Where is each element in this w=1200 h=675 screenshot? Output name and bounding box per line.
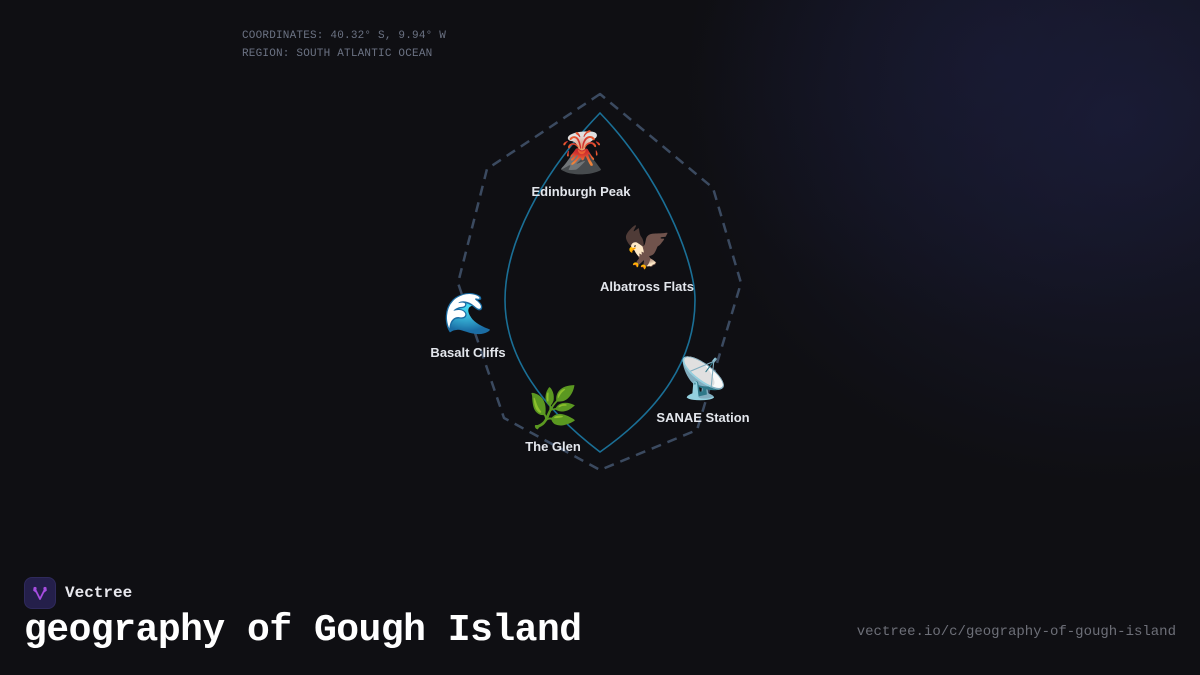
location-label: SANAE Station [656, 410, 750, 425]
volcano-icon: 🌋 [556, 131, 606, 175]
location-node-albatross-flats[interactable]: 🦅 Albatross Flats [600, 225, 694, 294]
vectree-logo-icon [24, 577, 56, 609]
map-metadata: COORDINATES: 40.32° S, 9.94° W REGION: S… [242, 27, 446, 63]
brand-name: Vectree [65, 584, 133, 602]
page-url[interactable]: vectree.io/c/geography-of-gough-island [856, 624, 1176, 640]
location-node-sanae-station[interactable]: 📡 SANAE Station [656, 356, 749, 425]
brand: Vectree [24, 577, 132, 609]
location-label: Albatross Flats [600, 279, 694, 294]
herb-icon: 🌿 [528, 386, 578, 430]
island-outline-dashed [456, 92, 743, 472]
location-node-edinburgh-peak[interactable]: 🌋 Edinburgh Peak [532, 130, 631, 199]
location-label: Basalt Cliffs [430, 345, 506, 360]
coordinates-text: COORDINATES: 40.32° S, 9.94° W [242, 30, 447, 42]
wave-icon: 🌊 [443, 292, 493, 336]
island-shape [504, 111, 696, 453]
eagle-icon: 🦅 [622, 226, 672, 270]
location-node-basalt-cliffs[interactable]: 🌊 Basalt Cliffs [430, 291, 505, 360]
location-label: Edinburgh Peak [531, 184, 631, 199]
page-title: geography of Gough Island [24, 609, 582, 652]
region-text: REGION: SOUTH ATLANTIC OCEAN [242, 48, 433, 60]
location-node-the-glen[interactable]: 🌿 The Glen [525, 385, 581, 454]
satellite-dish-icon: 📡 [678, 357, 728, 401]
location-label: The Glen [525, 439, 581, 454]
